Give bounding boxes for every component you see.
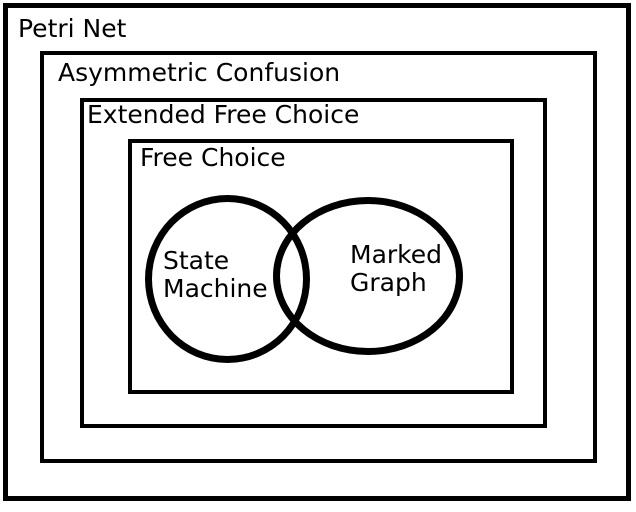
marked-graph-label: Marked Graph <box>350 240 443 297</box>
state-machine-label: State Machine <box>163 246 268 303</box>
petri-net-label: Petri Net <box>18 14 127 43</box>
petri-net-set-box: Petri Net Asymmetric Confusion Extended … <box>3 3 631 501</box>
free-choice-label: Free Choice <box>140 143 286 172</box>
extended-free-choice-set-box: Extended Free Choice Free Choice State M… <box>80 98 547 428</box>
marked-graph-set-ellipse: Marked Graph <box>273 197 463 355</box>
free-choice-set-box: Free Choice State Machine Marked Graph <box>128 139 514 394</box>
asymmetric-confusion-set-box: Asymmetric Confusion Extended Free Choic… <box>40 51 597 463</box>
asymmetric-confusion-label: Asymmetric Confusion <box>58 58 341 87</box>
extended-free-choice-label: Extended Free Choice <box>87 100 360 129</box>
